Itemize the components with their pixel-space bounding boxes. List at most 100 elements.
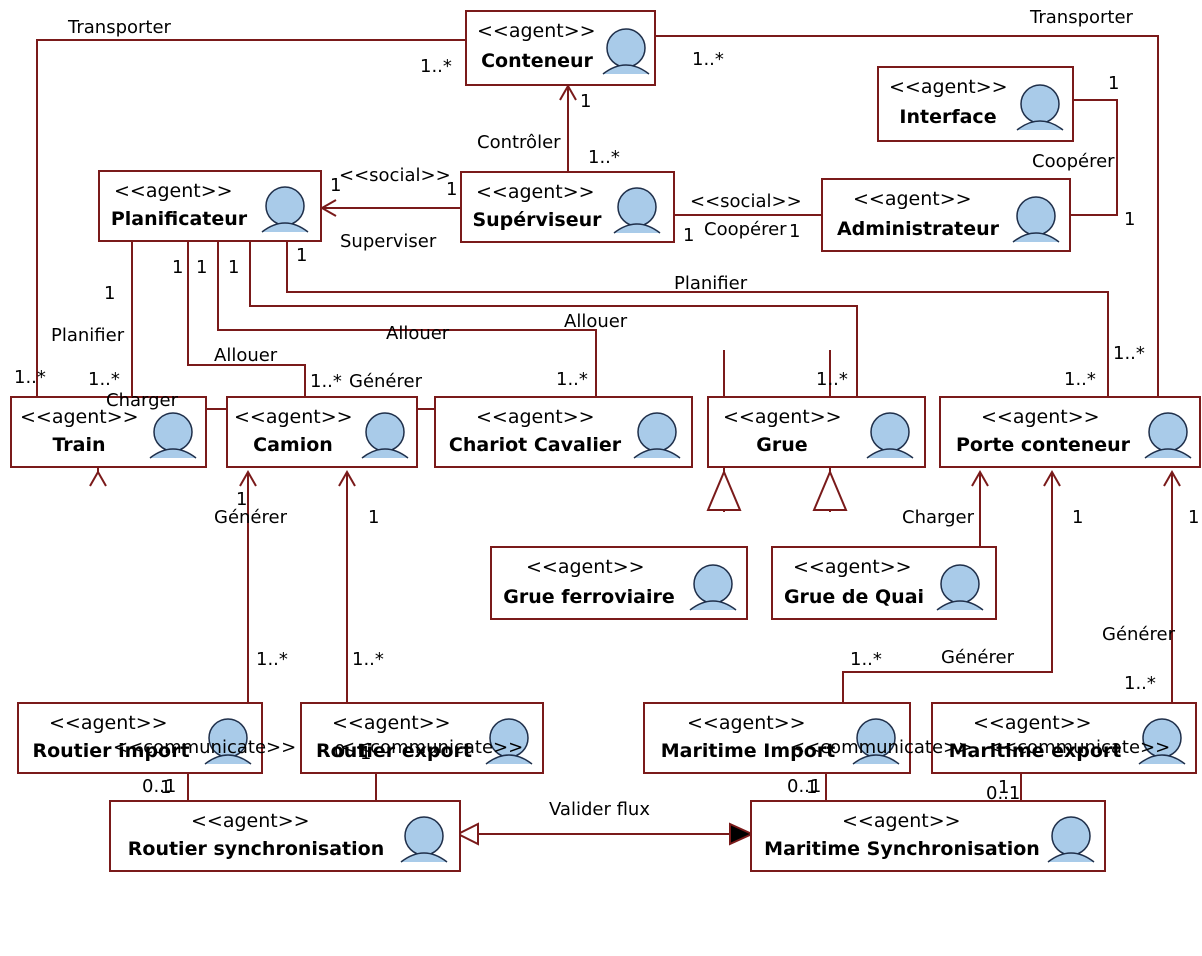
actor-icon [852, 718, 900, 765]
mult-planif-4: 1 [296, 245, 308, 266]
mult-routier-sync-com-2: 0..1 [334, 741, 369, 762]
stereotype-label: <<agent>> [889, 76, 1008, 98]
stereotype-label: <<agent>> [234, 406, 353, 428]
agent-routier-export[interactable]: <<agent>> Routier export [300, 702, 544, 774]
mult-porte-transport: 1..* [1113, 343, 1145, 364]
actor-icon [1144, 412, 1192, 459]
mult-routier-import-com: 1 [160, 777, 172, 798]
actor-icon [1138, 718, 1186, 765]
agent-grue[interactable]: <<agent>> Grue [707, 396, 926, 468]
label-social-right: <<social>> [690, 191, 802, 212]
stereotype-label: <<agent>> [191, 810, 310, 832]
stereotype-label: <<agent>> [477, 20, 596, 42]
stereotype-label: <<agent>> [973, 712, 1092, 734]
stereotype-label: <<agent>> [20, 406, 139, 428]
agent-grue-ferroviaire[interactable]: <<agent>> Grue ferroviaire [490, 546, 748, 620]
agent-maritime-export[interactable]: <<agent>> Maritime export [931, 702, 1197, 774]
mult-maritime-export-gen: 1..* [1124, 673, 1156, 694]
mult-porte-gen-1: 1 [1072, 507, 1084, 528]
label-communicate-4: <<communicate>> [987, 737, 1171, 758]
agent-train[interactable]: <<agent>> Train [10, 396, 207, 468]
mult-admin-coop: 1 [789, 221, 801, 242]
label-transporter-right: Transporter [1030, 7, 1133, 28]
agent-name: Routier synchronisation [127, 838, 385, 860]
label-allouer-chariot: Allouer [386, 323, 450, 344]
agent-conteneur[interactable]: <<agent>> Conteneur [465, 10, 656, 86]
agent-name: Porte conteneur [955, 434, 1131, 456]
mult-planif-social: 1 [330, 175, 342, 196]
label-generer-4: Générer [1102, 624, 1175, 645]
agent-name: Routier export [316, 740, 472, 762]
agent-chariot-cavalier[interactable]: <<agent>> Chariot Cavalier [434, 396, 693, 468]
label-allouer-camion: Allouer [214, 345, 278, 366]
agent-routier-import[interactable]: <<agent>> Routier import [17, 702, 263, 774]
mult-routier-sync-com-1: 0..1 [142, 776, 177, 797]
stereotype-label: <<agent>> [476, 181, 595, 203]
mult-maritime-import-com: 1 [806, 777, 818, 798]
agent-routier-synchronisation[interactable]: <<agent>> Routier synchronisation [109, 800, 461, 872]
actor-icon [1047, 816, 1095, 863]
agent-camion[interactable]: <<agent>> Camion [226, 396, 418, 468]
label-superviser: Superviser [340, 231, 437, 252]
agent-porte-conteneur[interactable]: <<agent>> Porte conteneur [939, 396, 1201, 468]
label-controler: Contrôler [477, 132, 561, 153]
mult-train-planif: 1..* [88, 369, 120, 390]
mult-camion-gen-2: 1 [368, 507, 380, 528]
actor-icon [602, 28, 650, 75]
agent-name: Grue [756, 434, 808, 456]
actor-icon [400, 816, 448, 863]
mult-maritime-sync-com-1: 0..1 [787, 776, 822, 797]
mult-routier-import-gen: 1..* [256, 649, 288, 670]
mult-camion: 1..* [310, 371, 342, 392]
label-generer-1: Générer [214, 507, 287, 528]
actor-icon [633, 412, 681, 459]
stereotype-label: <<agent>> [49, 712, 168, 734]
mult-grue: 1..* [816, 369, 848, 390]
agent-planificateur[interactable]: <<agent>> Planificateur [98, 170, 322, 242]
actor-icon [261, 186, 309, 233]
agent-superviseur[interactable]: <<agent>> Supérviseur [460, 171, 675, 243]
agent-name: Chariot Cavalier [448, 434, 622, 456]
stereotype-label: <<agent>> [114, 180, 233, 202]
agent-name: Administrateur [836, 218, 1000, 240]
actor-icon [1016, 84, 1064, 131]
label-communicate-3: <<communicate>> [790, 737, 974, 758]
label-social-left: <<social>> [339, 165, 451, 186]
agent-name: Maritime export [948, 740, 1122, 762]
agent-maritime-synchronisation[interactable]: <<agent>> Maritime Synchronisation [750, 800, 1106, 872]
label-cooperer-1: Coopérer [704, 219, 787, 240]
mult-routier-export-gen: 1..* [352, 649, 384, 670]
mult-maritime-import-gen: 1..* [850, 649, 882, 670]
stereotype-label: <<agent>> [981, 406, 1100, 428]
mult-planif-train: 1 [104, 283, 116, 304]
stereotype-label: <<agent>> [723, 406, 842, 428]
label-generer-3: Générer [941, 647, 1014, 668]
actor-icon [204, 718, 252, 765]
label-planifier-right: Planifier [674, 273, 748, 294]
actor-icon [689, 564, 737, 611]
agent-interface[interactable]: <<agent>> Interface [877, 66, 1074, 142]
mult-train-transport: 1..* [14, 367, 46, 388]
stereotype-label: <<agent>> [842, 810, 961, 832]
agent-maritime-import[interactable]: <<agent>> Maritime Import [643, 702, 911, 774]
agent-name: Camion [253, 434, 333, 456]
agent-administrateur[interactable]: <<agent>> Administrateur [821, 178, 1071, 252]
agent-name: Conteneur [481, 50, 593, 72]
mult-admin-interface: 1 [1124, 209, 1136, 230]
actor-icon [936, 564, 984, 611]
stereotype-label: <<agent>> [476, 406, 595, 428]
agent-grue-de-quai[interactable]: <<agent>> Grue de Quai [771, 546, 997, 620]
stereotype-label: <<agent>> [526, 556, 645, 578]
stereotype-label: <<agent>> [853, 188, 972, 210]
mult-superv-social: 1 [446, 179, 458, 200]
mult-camion-gen-1: 1 [236, 489, 248, 510]
mult-maritime-export-com: 1 [998, 777, 1010, 798]
mult-conteneur-left: 1..* [420, 56, 452, 77]
mult-maritime-sync-com-2: 0..1 [986, 783, 1021, 804]
actor-icon [149, 412, 197, 459]
actor-icon [613, 187, 661, 234]
label-charger-train: Charger [106, 390, 178, 411]
mult-planif-3: 1 [228, 257, 240, 278]
label-planifier-left: Planifier [51, 325, 125, 346]
label-generer-2: Générer [349, 371, 422, 392]
